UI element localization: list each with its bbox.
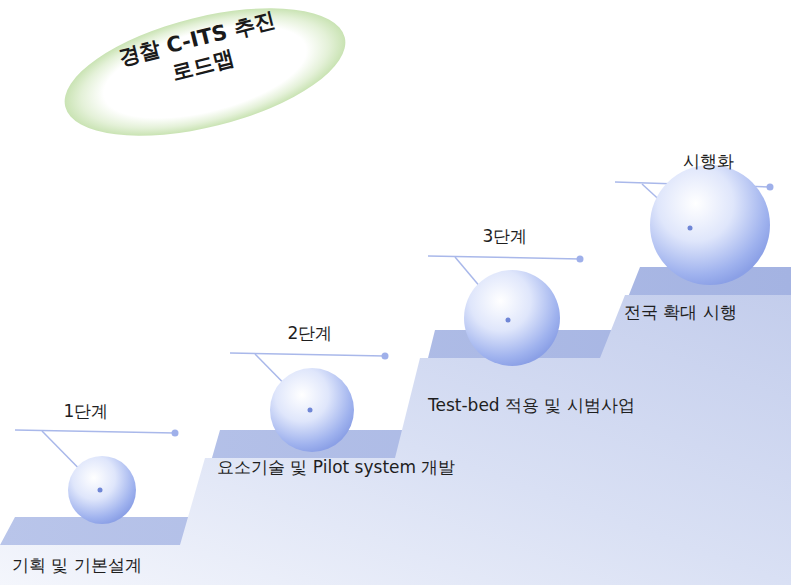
stair-step: Test-bed 적용 및 시범사업 bbox=[428, 395, 639, 419]
stage-label: 3단계 bbox=[483, 226, 528, 246]
step-label: 요소기술 및 Pilot system 개발 bbox=[217, 457, 455, 478]
step-label: 전국 확대 시행 bbox=[624, 302, 737, 323]
step-label: Test-bed 적용 및 시범사업 bbox=[428, 395, 635, 416]
stage-label: 시행화 bbox=[683, 151, 734, 171]
stage-label: 2단계 bbox=[288, 323, 333, 343]
stage-label: 1단계 bbox=[64, 401, 109, 421]
title-ellipse: 경찰 C-ITS 추진 로드맵 bbox=[51, 0, 359, 161]
stair-step: 기획 및 기본설계 bbox=[12, 555, 146, 579]
stair-step: 요소기술 및 Pilot system 개발 bbox=[217, 457, 460, 481]
stair-treads bbox=[0, 267, 791, 585]
stair-step: 전국 확대 시행 bbox=[624, 302, 741, 326]
step-label: 기획 및 기본설계 bbox=[12, 555, 142, 576]
stair-front bbox=[0, 295, 791, 585]
spheres bbox=[68, 165, 770, 524]
sphere-dots bbox=[98, 226, 693, 493]
